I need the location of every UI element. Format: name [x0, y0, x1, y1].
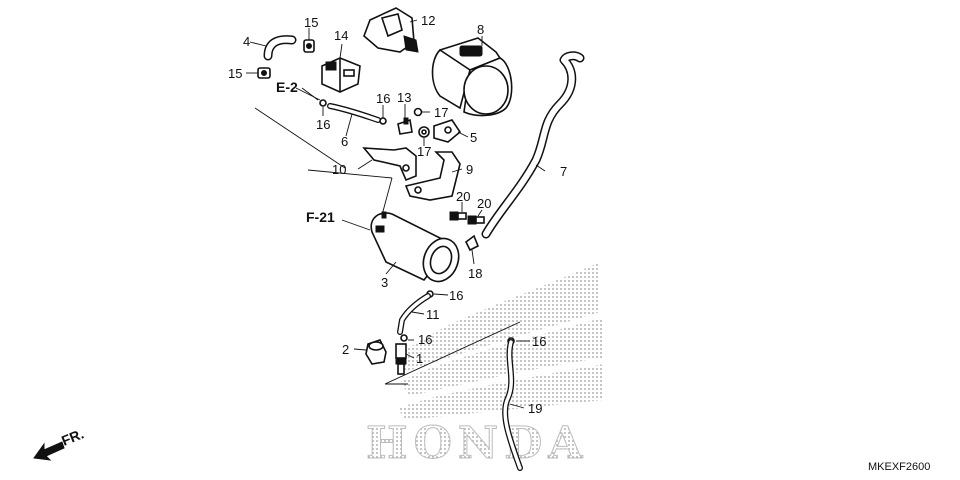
part-16-clamp-d: [400, 334, 408, 342]
callout-16-mid: 16: [449, 288, 463, 303]
callout-9: 9: [466, 162, 473, 177]
honda-watermark-text: HONDA: [366, 418, 588, 469]
part-1-joint: [395, 343, 407, 375]
part-17-washer-lower: [418, 126, 430, 138]
callout-11: 11: [426, 307, 440, 322]
callout-12: 12: [421, 13, 435, 28]
callout-13: 13: [397, 90, 411, 105]
callout-20-right: 20: [477, 196, 491, 211]
part-2-cap: [365, 339, 387, 365]
ref-f21: F-21: [306, 209, 335, 225]
callout-7: 7: [560, 164, 567, 179]
callout-4: 4: [243, 34, 250, 49]
part-15-clip-upper: [303, 39, 315, 53]
part-10-bracket: [362, 147, 417, 182]
part-17-washer-upper: [413, 107, 423, 117]
part-9-bracket: [404, 151, 461, 201]
frame-outline: [254, 107, 521, 385]
callout-16-right: 16: [532, 334, 546, 349]
callout-20-left: 20: [456, 189, 470, 204]
callout-17-lower: 17: [417, 144, 431, 159]
callout-6: 6: [341, 134, 348, 149]
honda-wing-watermark: HONDA: [366, 262, 604, 470]
part-8-canister: [431, 37, 513, 117]
callout-19: 19: [528, 401, 542, 416]
callout-3: 3: [381, 275, 388, 290]
part-20-bolt-left: [449, 211, 467, 221]
callout-16-left: 16: [316, 117, 330, 132]
callout-16-top: 16: [376, 91, 390, 106]
part-16-clamp-b: [379, 117, 387, 125]
part-4-hose: [263, 35, 297, 61]
part-18-clip: [464, 234, 480, 252]
callout-2: 2: [342, 342, 349, 357]
part-15-clip-lower: [257, 67, 271, 79]
callout-1: 1: [416, 351, 423, 366]
callout-10: 10: [332, 162, 346, 177]
part-16-clamp-a: [319, 99, 327, 107]
part-12-cover: [363, 7, 419, 53]
front-direction-indicator: FR.: [33, 425, 86, 461]
callout-5: 5: [470, 130, 477, 145]
callout-8: 8: [477, 22, 484, 37]
part-7-hose: [481, 51, 585, 239]
part-20-bolt-right: [467, 215, 485, 225]
part-14-valve: [321, 57, 361, 93]
callout-17-upper: 17: [434, 105, 448, 120]
callout-14: 14: [334, 28, 348, 43]
ref-e2: E-2: [276, 79, 298, 95]
part-11-hose: [397, 293, 431, 335]
front-label: FR.: [59, 425, 86, 448]
callout-15-upper: 15: [304, 15, 318, 30]
part-19-drain-tube: [502, 339, 523, 471]
e2-arrow: [301, 87, 319, 101]
part-13-joint: [397, 117, 413, 135]
callout-15-lower: 15: [228, 66, 242, 81]
front-arrow-icon: [33, 441, 65, 461]
diagram-code: MKEXF2600: [868, 461, 930, 473]
callout-16-low: 16: [418, 332, 432, 347]
leader-lines: [246, 19, 546, 409]
part-5-joint: [433, 119, 462, 143]
part-6-hose: [327, 103, 381, 123]
part-3-canister: [370, 211, 460, 283]
callout-18: 18: [468, 266, 482, 281]
